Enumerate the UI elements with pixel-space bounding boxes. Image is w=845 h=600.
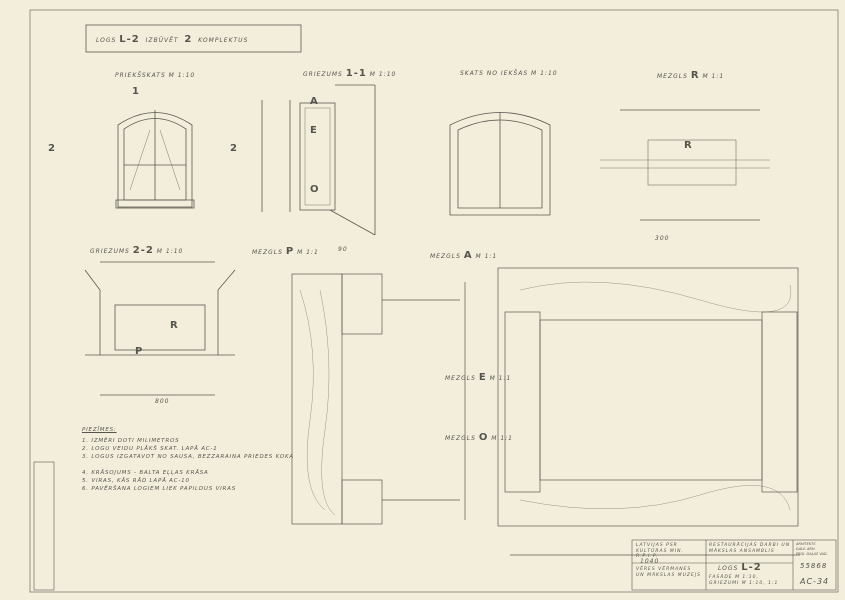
section-1-1 (261, 84, 376, 236)
marker-r-section: R (170, 320, 179, 331)
marker-1: 1 (132, 86, 140, 97)
detail-p (291, 273, 460, 525)
marker-2-right: 2 (230, 143, 238, 154)
marker-r: R (684, 140, 693, 151)
title-block-sheet: AC-34 (800, 577, 830, 586)
note-item: 2. LOGU VEIDU PLĀKŠ SKAT. LAPĀ AC-1 (82, 446, 218, 452)
section-2-label: GRIEZUMS 2-2 M 1:10 (90, 245, 184, 256)
dim-s22-total: 800 (155, 398, 170, 405)
inside-label: SKATS NO IEKŠAS M 1:10 (460, 70, 558, 77)
notes-heading: PIEZĪMES: (82, 427, 117, 433)
title-block-sheet-title: LOGS L-2 (718, 562, 762, 573)
detail-a-label: MEZGLS A M 1:1 (430, 250, 498, 261)
dim-r-total: 300 (655, 235, 670, 242)
dim-p-top: 90 (338, 246, 348, 253)
title-block-object: VĒRES VĒRMANES UN MĀKSLAS MUZEJS (636, 567, 702, 578)
detail-o-label: MEZGLS O M 1:1 (445, 432, 513, 443)
marker-a: A (310, 96, 319, 107)
note-item: 1. IZMĒRI DOTI MILIMETROS (82, 438, 180, 444)
marker-o: O (310, 184, 320, 195)
title-block-sheet-sub: FASĀDE M 1:10, GRIEZUMI M 1:10, 1:1 (709, 575, 779, 586)
detail-a (464, 267, 800, 556)
detail-r-label: MEZGLS R M 1:1 (657, 70, 725, 81)
title-block-project: RESTAURĀCIJAS DARBI UN MĀKSLAS ANSAMBLIS (709, 543, 791, 554)
title-box-frame (85, 24, 302, 53)
detail-p-label: MEZGLS P M 1:1 (252, 246, 319, 257)
facade-window (115, 110, 195, 209)
title-block-org: LATVIJAS PSR KULTŪRAS MIN. R.P.I.P. (636, 543, 684, 559)
marker-p: P (135, 346, 144, 357)
detail-r (600, 109, 770, 221)
note-item: 3. LOGUS IZGATAVOT NO SAUSA, BEZZARAINA … (82, 454, 294, 460)
title-box: LOGS L-2 IZBŪVĒT 2 KOMPLEKTUS (96, 34, 249, 45)
note-item: 4. KRĀSOJUMS - BALTA EĻĻAS KRĀSA (82, 470, 209, 476)
dim-a-total: 1040 (640, 558, 660, 565)
detail-e-label: MEZGLS E M 1:1 (445, 372, 512, 383)
facade-label: PRIEKŠSKATS M 1:10 (115, 72, 196, 79)
section-1-label: GRIEZUMS 1-1 M 1:10 (303, 68, 397, 79)
note-item: 5. VIRAS, KĀS RĀD LAPĀ AC-10 (82, 478, 190, 484)
section-2-2 (84, 261, 236, 396)
title-block-lines (33, 461, 837, 591)
marker-2-left: 2 (48, 143, 56, 154)
title-block-number: 55868 (800, 562, 828, 570)
sheet-border (29, 9, 839, 593)
inside-window (449, 112, 551, 216)
note-item: 6. PAVĒRŠANA LOGIEM LIEK PAPILDUS VIRAS (82, 486, 237, 492)
marker-e: E (310, 125, 318, 136)
